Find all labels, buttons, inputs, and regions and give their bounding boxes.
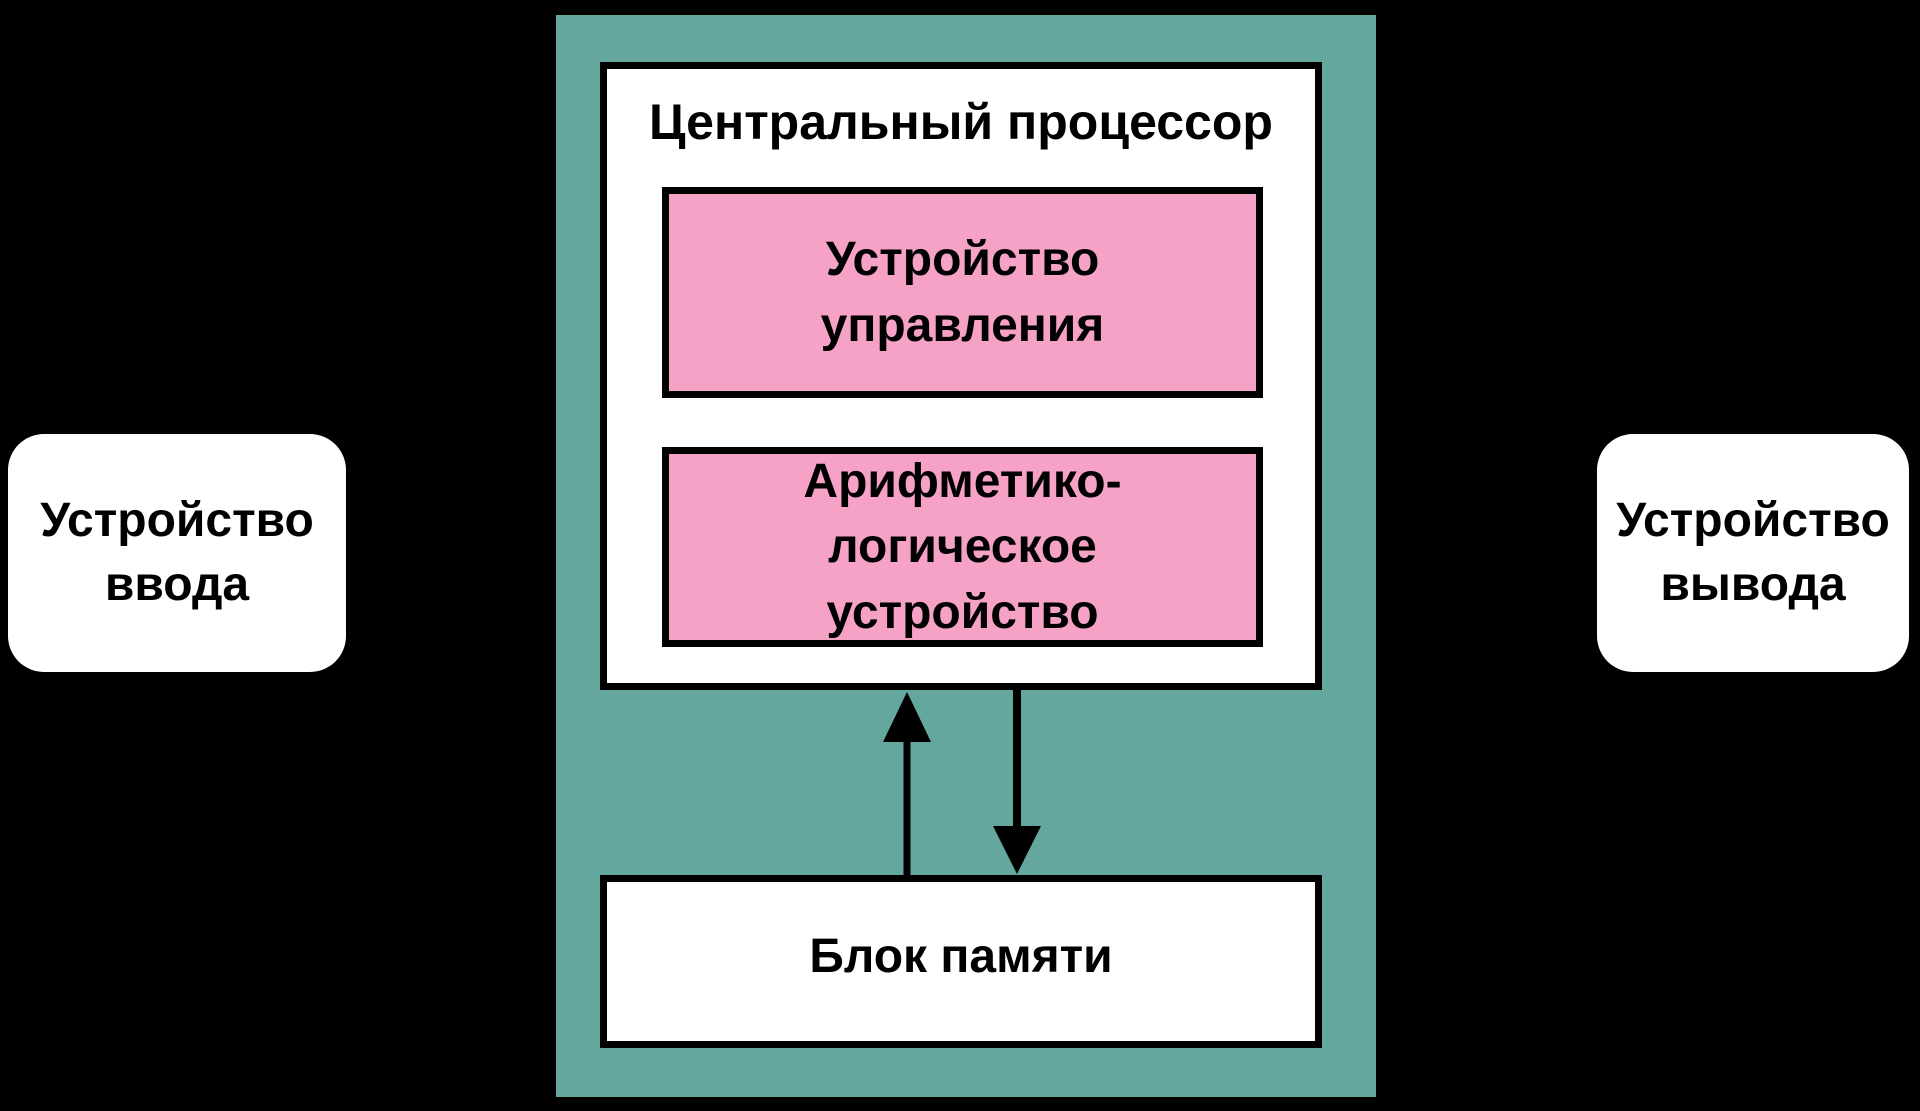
system-unit-panel: Центральный процессор Устройство управле…: [556, 15, 1376, 1097]
output-device-label-line2: вывода: [1660, 558, 1846, 611]
alu-label-line3: устройство: [826, 585, 1099, 639]
input-device-label-line2: ввода: [104, 558, 250, 611]
cpu-box: Центральный процессор Устройство управле…: [600, 62, 1322, 690]
control-unit-label-line2: управления: [820, 298, 1105, 352]
memory-box: Блок памяти: [600, 875, 1322, 1048]
arrow-up-memory-to-cpu-icon: [883, 692, 931, 875]
memory-label: Блок памяти: [809, 930, 1113, 983]
input-device-box: Устройство ввода: [8, 434, 346, 672]
arrow-down-cpu-to-memory-icon: [993, 690, 1041, 874]
memory-cpu-arrows: [883, 690, 1041, 875]
output-device-box: Устройство вывода: [1597, 434, 1909, 672]
output-device-label-line1: Устройство: [1616, 493, 1890, 547]
alu-box: Арифметико- логическое устройство: [662, 447, 1263, 647]
control-unit-box: Устройство управления: [662, 187, 1263, 398]
cpu-title: Центральный процессор: [649, 94, 1273, 150]
control-unit-label-line1: Устройство: [825, 233, 1100, 287]
alu-label-line2: логическое: [828, 520, 1097, 574]
input-device-label-line1: Устройство: [40, 493, 314, 547]
alu-label-line1: Арифметико-: [803, 455, 1122, 509]
